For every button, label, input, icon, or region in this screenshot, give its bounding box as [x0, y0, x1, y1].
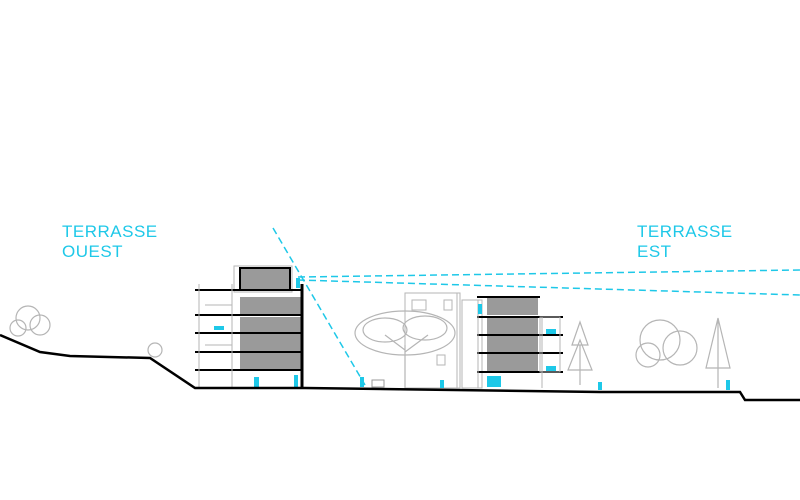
people-figures: [214, 278, 730, 390]
right-building: [477, 296, 563, 388]
umbrella-pine-tree: [354, 310, 456, 388]
terrace-west-line2: OUEST: [62, 242, 124, 261]
vegetation-right: [567, 317, 731, 388]
terrace-east-label: TERRASSE EST: [637, 222, 733, 262]
terrace-east-line2: EST: [637, 242, 672, 261]
ground-profile: [0, 333, 800, 402]
vegetation-left: [9, 305, 163, 358]
sight-lines: [272, 227, 800, 386]
background-building: [404, 292, 483, 389]
car: [371, 379, 385, 388]
terrace-west-label: TERRASSE OUEST: [62, 222, 158, 262]
terrace-west-line1: TERRASSE: [62, 222, 158, 241]
terrace-east-line1: TERRASSE: [637, 222, 733, 241]
left-building: [195, 265, 304, 388]
